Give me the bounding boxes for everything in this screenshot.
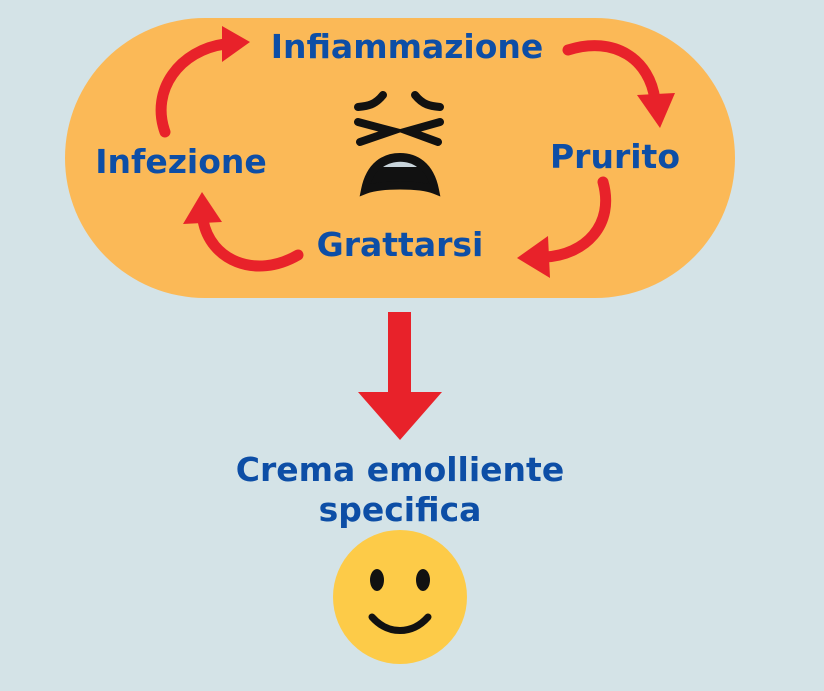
step-grattarsi: Grattarsi: [317, 225, 484, 264]
smiling-face-icon: [333, 530, 467, 664]
cycle-arrows: [155, 38, 661, 272]
arrow-infiammazione-to-prurito: [562, 40, 661, 106]
tired-face-icon: [354, 91, 444, 197]
arrow-grattarsi-to-infezione: [197, 214, 304, 272]
step-prurito: Prurito: [550, 137, 680, 176]
result-line1: Crema emolliente: [236, 450, 564, 489]
down-arrow-icon: [358, 312, 442, 440]
arrow-infezione-to-infiammazione: [155, 38, 231, 138]
step-infezione: Infezione: [95, 142, 267, 181]
arrow-prurito-to-grattarsi: [539, 176, 612, 263]
arrowhead-icon: [183, 192, 222, 224]
result-line2: specifica: [319, 490, 482, 529]
step-infiammazione: Infiammazione: [271, 27, 544, 66]
arrowhead-icon: [637, 93, 675, 128]
arrowhead-icon: [222, 26, 250, 62]
arrowhead-icon: [517, 236, 550, 278]
